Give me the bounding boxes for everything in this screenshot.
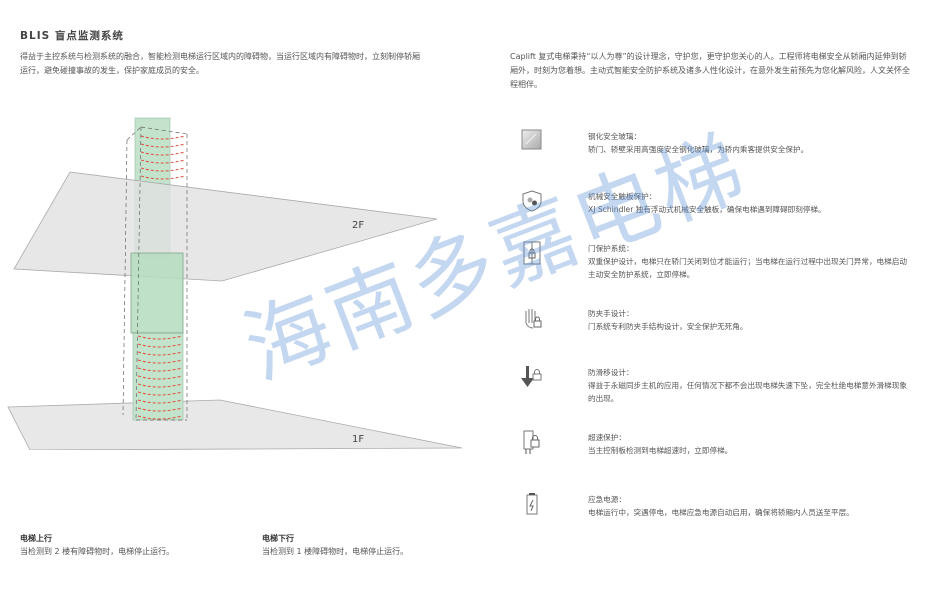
- caption-up: 电梯上行 当检测到 2 楼有障碍物时，电梯停止运行。: [20, 532, 174, 558]
- tempered-glass-icon: [521, 129, 542, 150]
- blind-spot-diagram: 2F 1F: [7, 117, 463, 450]
- floor-label-1f: 1F: [352, 434, 364, 445]
- hand-lock-icon: [525, 309, 542, 329]
- feature-heading: 防夹手设计：: [588, 309, 634, 318]
- feature-text: 门系统专利防夹手结构设计，安全保护无死角。: [588, 322, 748, 331]
- caption-down: 电梯下行 当检测到 1 楼障碍物时，电梯停止运行。: [262, 532, 408, 558]
- caption-down-text: 当检测到 1 楼障碍物时，电梯停止运行。: [262, 547, 409, 556]
- sensor-waves-lower: [137, 335, 183, 420]
- feature-emergency-power: 应急电源： 电梯运行中，突遇停电，电梯应急电源自动启用，确保将轿厢内人员送至平层。: [520, 483, 920, 533]
- sensor-waves-upper: [140, 135, 186, 180]
- detection-zone-outline: [122, 126, 188, 421]
- caplift-description: Caplift 复式电梯秉持“以人为尊”的设计理念，守护您，更守护您关心的人。工…: [510, 52, 910, 89]
- battery-icon: [526, 493, 538, 515]
- arrow-down-lock-icon: [521, 366, 542, 387]
- feature-safety-edge: 机械安全触板保护： XJ Schindler 独有浮动式机械安全触板，确保电梯遇到…: [520, 180, 920, 230]
- feature-heading: 钢化安全玻璃：: [588, 132, 642, 141]
- feature-anti-pinch: 防夹手设计： 门系统专利防夹手结构设计，安全保护无死角。: [520, 297, 920, 347]
- blis-description: 得益于主控系统与检测系统的融合，智能检测电梯运行区域内的障碍物，当运行区域内有障…: [20, 52, 420, 75]
- caption-up-heading: 电梯上行: [20, 534, 52, 543]
- feature-anti-slip: 防滑移设计： 得益于永磁同步主机的应用，任何情况下都不会出现电梯失速下坠，完全杜绝…: [520, 356, 920, 406]
- feature-heading: 门保护系统：: [588, 244, 634, 253]
- feature-overspeed: 超速保护： 当主控制板检测到电梯超速时，立即停梯。: [520, 421, 920, 471]
- floor-2f-plane: [13, 171, 438, 282]
- feature-heading: 防滑移设计：: [588, 368, 634, 377]
- floor-1f-plane: [7, 399, 463, 450]
- page-title: BLIS 盲点监测系统: [20, 30, 124, 42]
- elevator-car: [130, 252, 184, 334]
- feature-text: 轿门、轿壁采用高强度安全钢化玻璃，为轿内乘客提供安全保护。: [588, 145, 809, 154]
- feature-heading: 应急电源：: [588, 495, 626, 504]
- feature-heading: 机械安全触板保护：: [588, 192, 657, 201]
- caption-down-heading: 电梯下行: [262, 534, 294, 543]
- feature-door-protection: 门保护系统： 双重保护设计，电梯只在轿门关闭到位才能运行；当电梯在运行过程中出现关…: [520, 232, 920, 282]
- feature-text: XJ Schindler 独有浮动式机械安全触板，确保电梯遇到障碍即刻停梯。: [588, 205, 826, 214]
- caption-up-text: 当检测到 2 楼有障碍物时，电梯停止运行。: [20, 547, 175, 556]
- feature-text: 双重保护设计，电梯只在轿门关闭到位才能运行；当电梯在运行过程中出现关门异常，电梯…: [588, 257, 907, 279]
- feature-text: 电梯运行中，突遇停电，电梯应急电源自动启用，确保将轿厢内人员送至平层。: [588, 508, 854, 517]
- shield-gear-icon: [522, 190, 542, 212]
- floor-label-2f: 2F: [352, 220, 364, 231]
- feature-heading: 超速保护：: [588, 433, 626, 442]
- feature-text: 当主控制板检测到电梯超速时，立即停梯。: [588, 446, 733, 455]
- door-lock-icon: [523, 241, 541, 265]
- feature-tempered-glass: 钢化安全玻璃： 轿门、轿壁采用高强度安全钢化玻璃，为轿内乘客提供安全保护。: [520, 120, 920, 170]
- feature-text: 得益于永磁同步主机的应用，任何情况下都不会出现电梯失速下坠，完全杜绝电梯意外滑梯…: [588, 381, 907, 403]
- overspeed-lock-icon: [523, 430, 540, 454]
